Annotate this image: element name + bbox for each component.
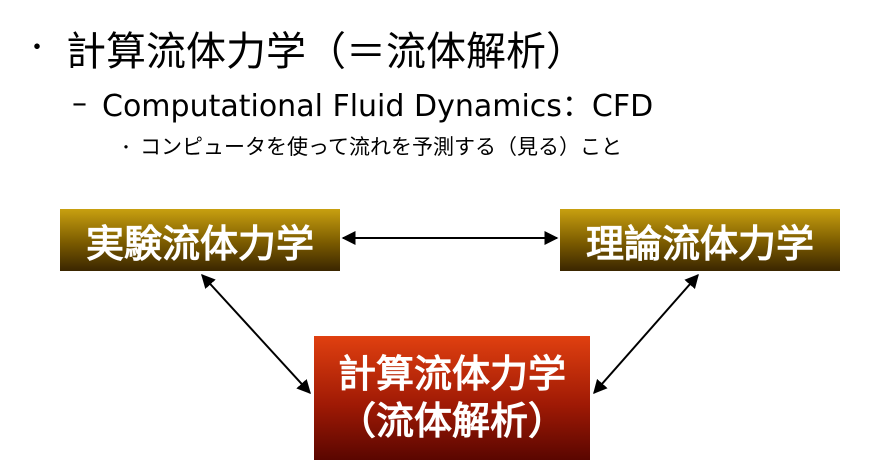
computational-fluid-dynamics-box: 計算流体力学 （流体解析） (314, 336, 590, 460)
double-arrow-right-bottom (593, 273, 699, 395)
bullet-marker: ・ (118, 138, 135, 157)
double-arrow-left-bottom (201, 273, 311, 395)
box-label: 実験流体力学 (85, 221, 314, 266)
box-label: 理論流体力学 (585, 221, 814, 266)
bullet-level3: ・ コンピュータを使って流れを予測する（見る）こと (118, 128, 622, 164)
bullet-marker: ・ (24, 33, 51, 63)
bullet-level2: – Computational Fluid Dynamics：CFD (72, 80, 653, 126)
bullet-level1: ・ 計算流体力学（＝流体解析） (24, 20, 586, 76)
slide-title: 計算流体力学（＝流体解析） (66, 29, 586, 75)
description-text: コンピュータを使って流れを予測する（見る）こと (140, 135, 622, 159)
experimental-fluid-dynamics-box: 実験流体力学 (60, 209, 340, 271)
box-label-line2: （流体解析） (337, 399, 566, 443)
bullet-marker: – (72, 85, 87, 121)
box-label-line1: 計算流体力学 (337, 351, 566, 396)
subtitle-text: Computational Fluid Dynamics：CFD (102, 89, 654, 124)
theoretical-fluid-dynamics-box: 理論流体力学 (560, 209, 840, 271)
